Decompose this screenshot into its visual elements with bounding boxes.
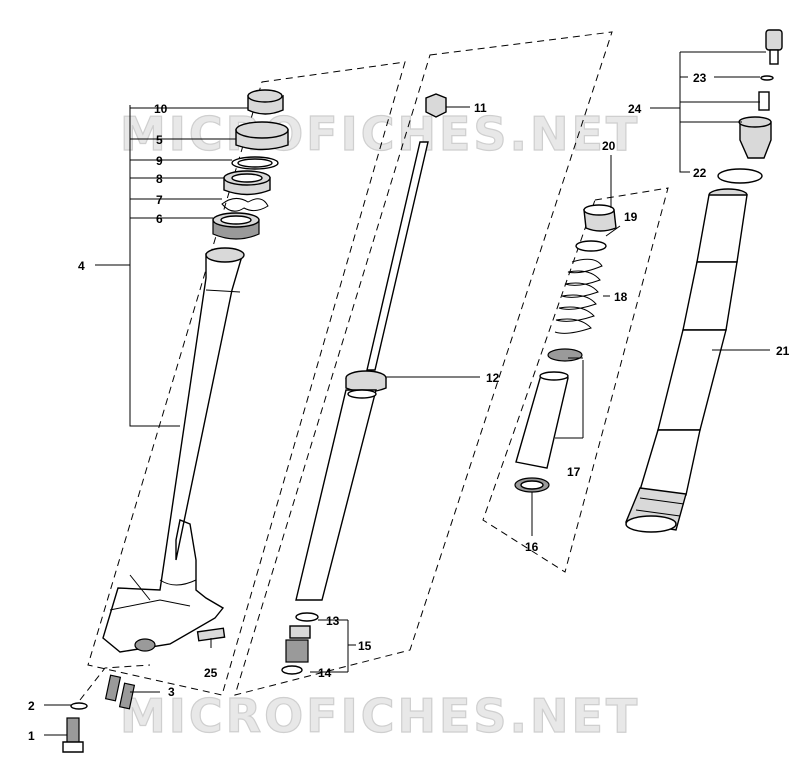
bush-5 [235,121,289,151]
callout-12: 12 [486,371,500,385]
outer-fork-leg-4 [102,247,245,653]
callout-23: 23 [693,71,707,85]
cartridge-17 [515,348,583,469]
inner-tube-21 [625,188,748,533]
cap-20 [583,204,617,232]
callout-7: 7 [156,193,163,207]
top-bush-10 [247,89,284,115]
group-frame-center [234,31,613,696]
callout-3: 3 [168,685,175,699]
callout-22: 22 [693,166,707,180]
callout-16: 16 [525,540,539,554]
cap-24 [738,91,772,159]
bolt-1 [62,717,84,753]
leader-lines [44,51,770,736]
callout-6: 6 [156,212,163,226]
callout-15: 15 [358,639,372,653]
circlip-7 [221,198,269,212]
plate-25 [196,627,226,642]
washer-2 [70,702,88,710]
callout-9: 9 [156,154,163,168]
watermark-bottom: MICROFICHES.NET [120,689,640,743]
callout-19: 19 [624,210,638,224]
callout-17: 17 [567,465,581,479]
callout-2: 2 [28,699,35,713]
callout-10: 10 [154,102,168,116]
callout-5: 5 [156,133,163,147]
callout-24: 24 [628,102,642,116]
valve-23 [760,29,783,81]
oring-22 [717,168,763,184]
callout-11: 11 [474,101,487,115]
group-frame-cartridge [482,187,669,573]
callout-18: 18 [614,290,628,304]
damper-rod-12 [295,141,429,601]
bolts-3 [104,674,136,710]
callout-25: 25 [204,666,218,680]
group-frame-left [87,61,406,696]
callout-21: 21 [776,344,790,358]
callout-4: 4 [78,259,85,273]
seal-8 [223,170,271,196]
watermark-top: MICROFICHES.NET [120,107,640,161]
dust-seal-6 [212,212,260,240]
spring-18 [554,258,603,334]
washer-19 [575,240,607,252]
piston-14 [285,625,311,663]
rings-13 [281,612,319,675]
nut-11 [425,93,447,118]
callout-14: 14 [318,666,332,680]
callout-13: 13 [326,614,340,628]
callout-1: 1 [28,729,35,743]
callout-20: 20 [602,139,616,153]
bush-16 [514,477,550,493]
callout-8: 8 [156,172,163,186]
